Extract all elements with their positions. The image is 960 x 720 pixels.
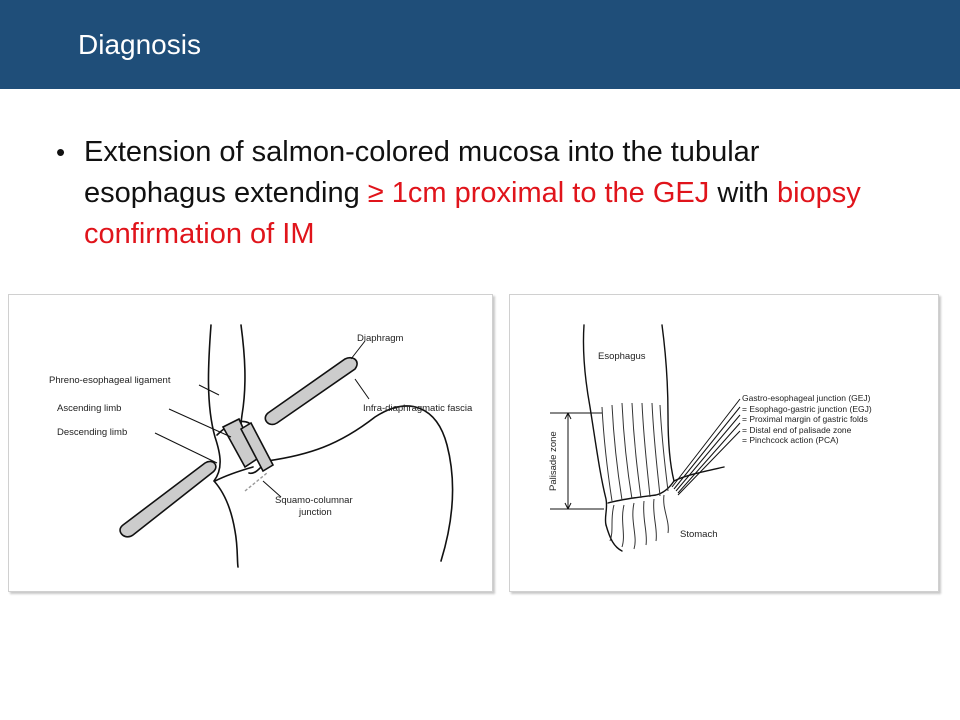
gej-pointers bbox=[671, 398, 741, 496]
bullet-text-part1: Extension of salmon-colored mucosa into … bbox=[84, 136, 760, 209]
pointer-ascending bbox=[168, 408, 232, 438]
header-bar bbox=[0, 0, 960, 89]
label-gej-line-5: = Pinchcock action (PCA) bbox=[742, 435, 839, 445]
ligament-descending-limb bbox=[239, 421, 275, 473]
diaphragm-left-crus bbox=[119, 460, 217, 538]
bullet-highlight-biopsy: biopsy confirmation of IM bbox=[84, 177, 861, 250]
label-squamo-line1: Squamo-columnar bbox=[275, 495, 353, 506]
figure-phreno-esophageal-anatomy: Diaphragm Phreno-esophageal ligament Asc… bbox=[8, 294, 493, 592]
label-ascending-limb: Ascending limb bbox=[57, 403, 122, 414]
esophagus-left-wall bbox=[207, 324, 239, 568]
pointer-infra-fascia bbox=[354, 378, 370, 400]
label-diaphragm: Diaphragm bbox=[357, 333, 404, 344]
diaphragm-right-crus bbox=[264, 356, 358, 426]
label-gej-line-3: = Proximal margin of gastric folds bbox=[742, 414, 868, 424]
label-infra-fascia: Infra-diaphragmatic fascia bbox=[363, 403, 473, 414]
pointer-phreno bbox=[198, 384, 220, 396]
label-squamo-line2: junction bbox=[299, 507, 332, 518]
label-pointers bbox=[154, 340, 370, 498]
diaphragm-crura bbox=[119, 356, 358, 538]
label-palisade-zone: Palisade zone bbox=[548, 431, 559, 491]
label-gej-line-1: Gastro-esophageal junction (GEJ) bbox=[742, 393, 871, 403]
stomach-lower-wall bbox=[605, 524, 623, 552]
bullet-text-part2: with bbox=[709, 177, 777, 209]
stomach-outline bbox=[266, 405, 454, 562]
anatomy-drawing bbox=[119, 324, 454, 568]
figure-palisade-zone: Esophagus Palisade zone Stomach Gastro-e… bbox=[509, 294, 939, 592]
esophagus-right-wall bbox=[661, 324, 725, 483]
label-gej-line-2: = Esophago-gastric junction (EGJ) bbox=[742, 403, 872, 414]
bullet-item: • Extension of salmon-colored mucosa int… bbox=[56, 132, 896, 255]
palisade-vessels bbox=[601, 402, 669, 502]
label-esophagus: Esophagus bbox=[598, 351, 646, 362]
bullet-icon: • bbox=[56, 137, 66, 167]
label-descending-limb: Descending limb bbox=[57, 427, 128, 438]
pointer-diaphragm bbox=[350, 340, 366, 360]
gastric-folds bbox=[609, 494, 669, 550]
bullet-text: Extension of salmon-colored mucosa into … bbox=[84, 132, 896, 255]
label-gej-line-4: = Distal end of palisade zone bbox=[742, 424, 852, 435]
label-stomach: Stomach bbox=[680, 529, 718, 540]
palisade-zone-bracket bbox=[550, 412, 604, 510]
bullet-highlight-gej: ≥ 1cm proximal to the GEJ bbox=[367, 177, 710, 209]
gej-fold-line bbox=[607, 480, 675, 504]
descending-limb-line bbox=[214, 466, 254, 482]
label-phreno-ligament: Phreno-esophageal ligament bbox=[49, 375, 171, 386]
pointer-squamo bbox=[262, 480, 282, 498]
esophagus-left-wall bbox=[582, 324, 608, 526]
palisade-drawing bbox=[550, 324, 741, 552]
slide-title: Diagnosis bbox=[78, 29, 201, 60]
pointer-descending bbox=[154, 432, 218, 464]
